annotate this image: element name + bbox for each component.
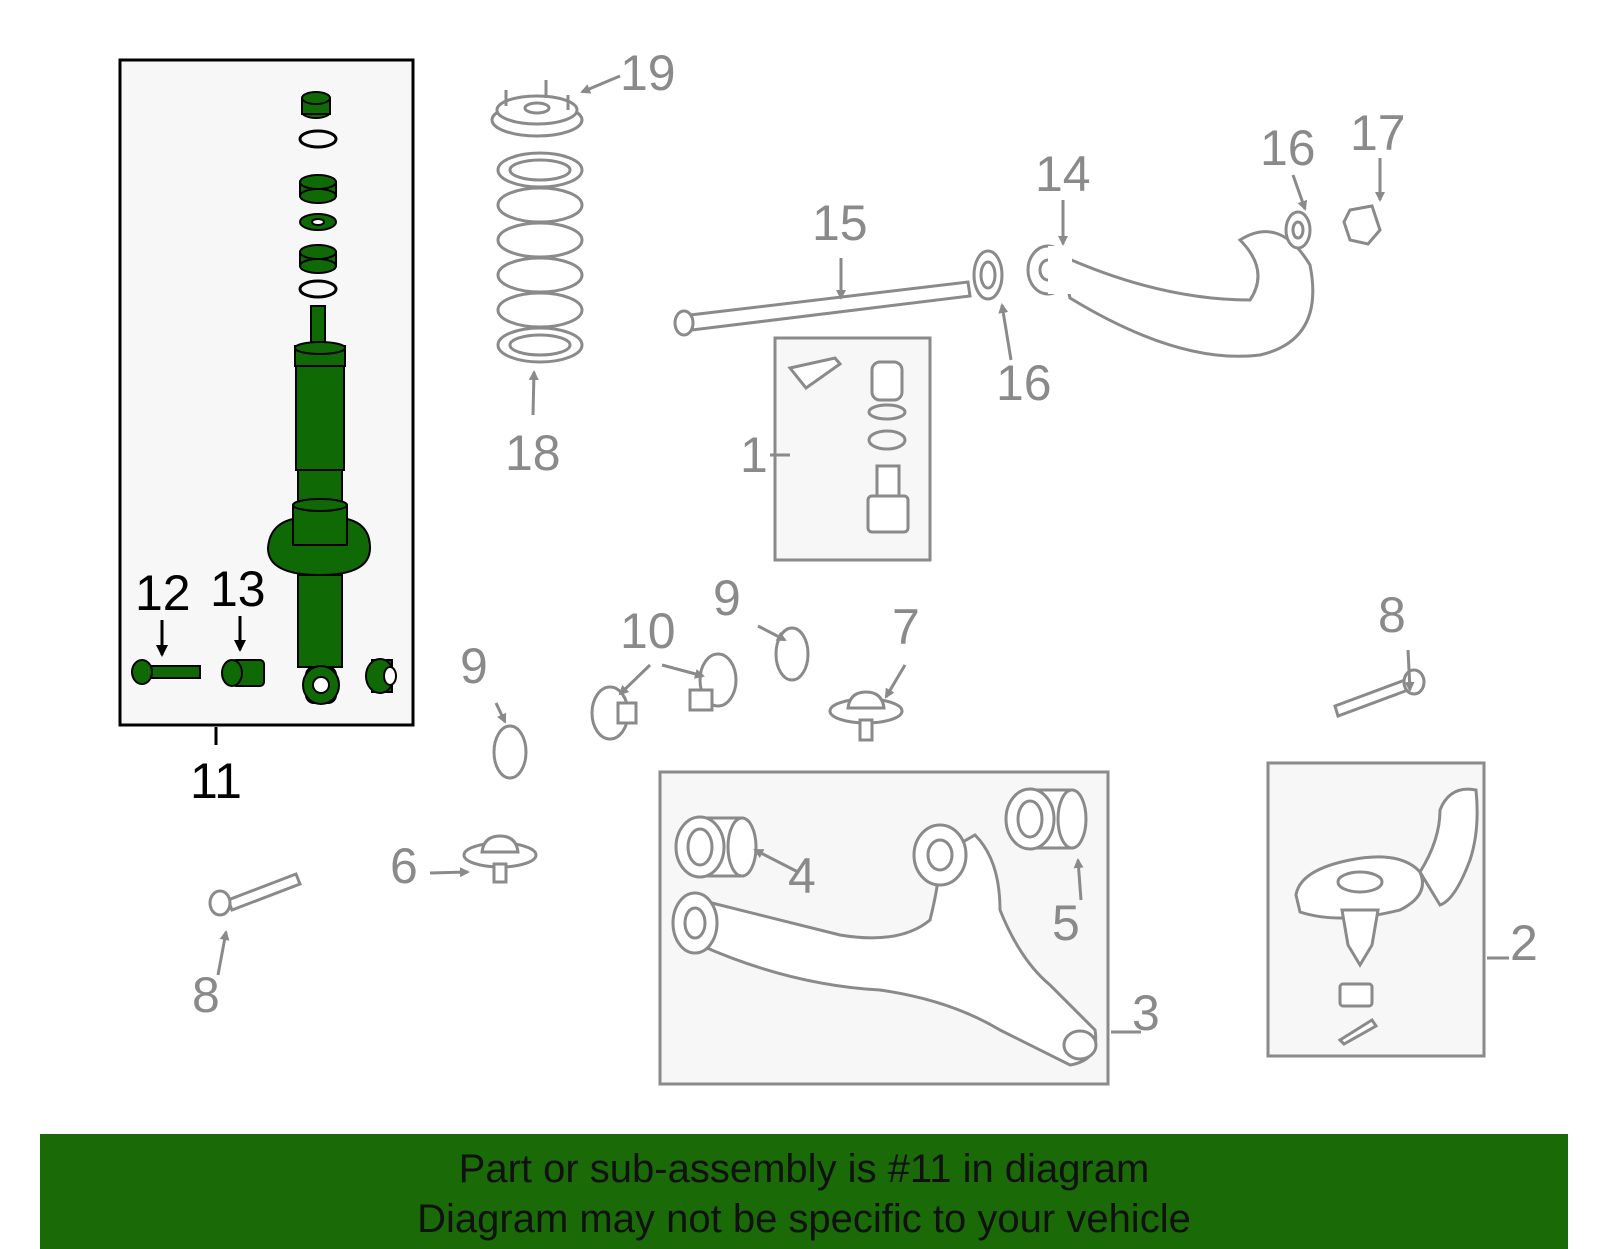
- callout-6[interactable]: 6: [390, 838, 418, 894]
- callout-4[interactable]: 4: [788, 848, 816, 904]
- bump-stop-6: [462, 834, 538, 884]
- callout-12[interactable]: 12: [135, 565, 191, 621]
- upper-control-arm: [972, 230, 1315, 358]
- cam-washer-9b: [774, 626, 810, 682]
- nut-17: [1342, 204, 1382, 246]
- shock-absorber-assembly-box[interactable]: [118, 58, 415, 727]
- callout-14[interactable]: 14: [1035, 146, 1091, 202]
- lower-ball-joint: [1294, 787, 1479, 1046]
- callout-16-lower[interactable]: 16: [996, 355, 1052, 411]
- ball-joint-kit-box[interactable]: [773, 336, 932, 562]
- callout-2[interactable]: 2: [1510, 915, 1538, 971]
- lower-bushing: [365, 658, 397, 694]
- bolt-8-left: [208, 872, 302, 917]
- callout-9-upper[interactable]: 9: [713, 570, 741, 626]
- bump-stop-7: [828, 690, 904, 742]
- callout-3[interactable]: 3: [1132, 985, 1160, 1041]
- callout-17[interactable]: 17: [1350, 105, 1406, 161]
- callout-9-lower[interactable]: 9: [460, 638, 488, 694]
- callout-15[interactable]: 15: [812, 195, 868, 251]
- bushing-13: [221, 659, 265, 687]
- callout-8-left[interactable]: 8: [192, 967, 220, 1023]
- bolt-12: [131, 659, 201, 685]
- coil-spring: [496, 151, 584, 364]
- lower-control-arm: [671, 823, 1098, 1067]
- banner-line-1: Part or sub-assembly is #11 in diagram: [458, 1147, 1150, 1191]
- bushing-5: [1004, 787, 1088, 851]
- washer-16: [1284, 210, 1312, 250]
- callout-8-right[interactable]: 8: [1378, 587, 1406, 643]
- callout-5[interactable]: 5: [1052, 895, 1080, 951]
- callout-7[interactable]: 7: [892, 599, 920, 655]
- callout-1[interactable]: 1: [740, 427, 768, 483]
- callout-18[interactable]: 18: [505, 425, 561, 481]
- cam-plate-10a: [590, 685, 638, 741]
- banner-line-2: Diagram may not be specific to your vehi…: [417, 1197, 1191, 1241]
- callout-16-upper[interactable]: 16: [1260, 120, 1316, 176]
- callout-13[interactable]: 13: [210, 561, 266, 617]
- upper-bushing-stack: [298, 91, 338, 299]
- shock-absorber: [266, 305, 372, 705]
- info-banner: Part or sub-assembly is #11 in diagram D…: [40, 1134, 1568, 1249]
- callout-10[interactable]: 10: [620, 603, 676, 659]
- cam-plate-10b: [688, 652, 738, 712]
- callout-19[interactable]: 19: [620, 45, 676, 101]
- cam-washer-9a: [492, 724, 528, 780]
- bushing-4: [674, 815, 758, 879]
- spring-upper-seat: [490, 80, 584, 138]
- long-bolt-15: [673, 280, 972, 337]
- lower-ball-joint-box[interactable]: [1266, 761, 1486, 1058]
- lower-control-arm-box[interactable]: [658, 770, 1110, 1086]
- callout-11[interactable]: 11: [190, 753, 242, 809]
